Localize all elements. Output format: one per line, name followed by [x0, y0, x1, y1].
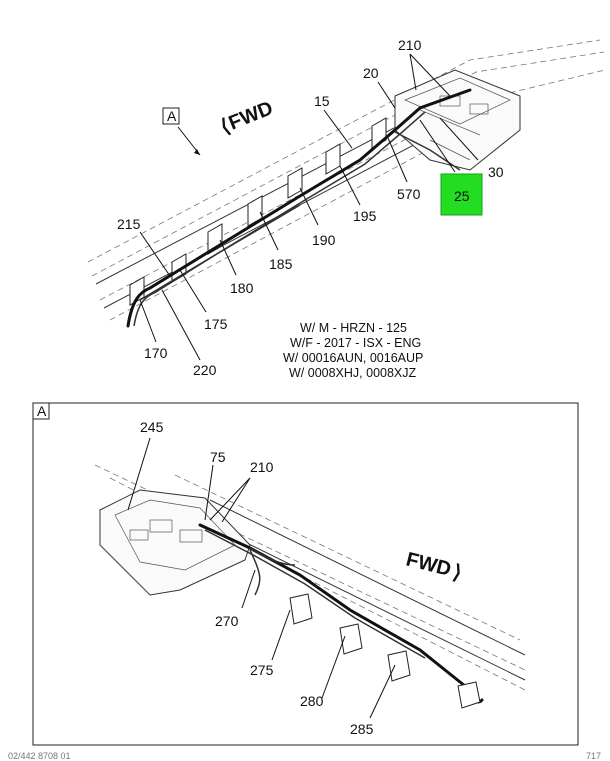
callout-215: 215 [117, 216, 141, 232]
callout-270: 270 [215, 613, 239, 629]
detail-view-label-box [32, 402, 50, 420]
callout-280: 280 [300, 693, 324, 709]
callout-210-top: 210 [398, 37, 422, 53]
detail-view-a: A FWD [32, 402, 579, 746]
callout-190: 190 [312, 232, 336, 248]
detail-battery-box [99, 489, 251, 596]
callout-275: 275 [250, 662, 274, 678]
detail-view-label: A [37, 403, 47, 419]
callout-30: 30 [488, 164, 504, 180]
footer-right: 717 [586, 751, 601, 761]
top-view: A FWD ⟨ 210 20 15 30 25 570 195 190 185 … [87, 37, 606, 380]
battery-box [394, 69, 521, 171]
note-line-1: W/ M - HRZN - 125 [300, 321, 407, 335]
wire-harness-top [126, 88, 472, 328]
callout-285: 285 [350, 721, 374, 737]
callout-180: 180 [230, 280, 254, 296]
fwd-arrow-detail: ⟩ [451, 562, 464, 585]
note-line-2: W/F - 2017 - ISX - ENG [290, 336, 421, 350]
callout-25-highlighted[interactable]: 25 [454, 188, 470, 204]
callout-170: 170 [144, 345, 168, 361]
callout-210-detail: 210 [250, 459, 274, 475]
footer-left: 02/442 8708 01 [8, 751, 71, 761]
detail-frame [32, 402, 579, 746]
fwd-label-detail: FWD [404, 549, 454, 581]
note-line-4: W/ 0008XHJ, 0008XJZ [289, 366, 417, 380]
callout-20: 20 [363, 65, 379, 81]
detail-brackets [289, 593, 481, 709]
highlight-box-25[interactable] [440, 173, 483, 216]
note-line-3: W/ 00016AUN, 0016AUP [283, 351, 423, 365]
callout-220: 220 [193, 362, 217, 378]
callout-245: 245 [140, 419, 164, 435]
callout-75: 75 [210, 449, 226, 465]
fwd-label-top: FWD [226, 97, 276, 134]
view-a-marker: A [167, 108, 177, 124]
callout-175: 175 [204, 316, 228, 332]
callout-570: 570 [397, 186, 421, 202]
callout-15: 15 [314, 93, 330, 109]
callout-195: 195 [353, 208, 377, 224]
view-a-marker-box [162, 107, 180, 125]
callout-185: 185 [269, 256, 293, 272]
